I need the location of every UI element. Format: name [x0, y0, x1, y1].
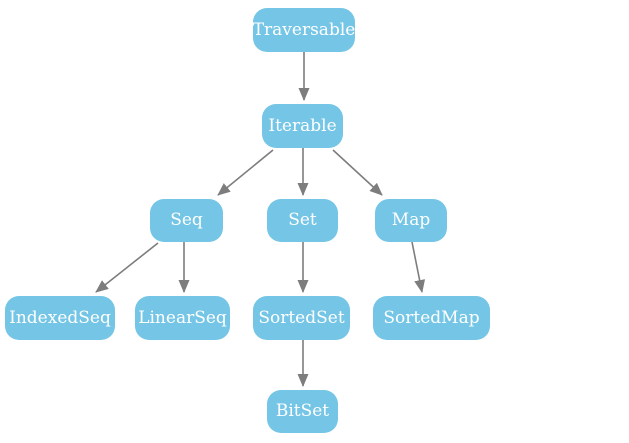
node-label: SortedMap	[383, 307, 480, 328]
node-label: LinearSeq	[138, 307, 227, 328]
node-label: SortedSet	[258, 307, 345, 328]
node-label: Seq	[170, 210, 203, 230]
node-label: Traversable	[252, 19, 356, 40]
node-indexedseq[interactable]: IndexedSeq	[5, 296, 115, 340]
edge-map-sortedmap	[411, 241, 426, 293]
node-label: Iterable	[268, 115, 337, 136]
node-sortedset[interactable]: SortedSet	[253, 296, 350, 340]
node-label: IndexedSeq	[9, 307, 111, 328]
node-seq[interactable]: Seq	[150, 199, 223, 242]
edge-seq-indexedseq	[95, 242, 159, 293]
edge-iterable-seq	[217, 149, 274, 196]
node-linearseq[interactable]: LinearSeq	[135, 296, 230, 340]
node-label: Map	[391, 210, 431, 230]
node-iterable[interactable]: Iterable	[262, 104, 343, 148]
node-set[interactable]: Set	[267, 199, 338, 242]
edge-iterable-map	[332, 149, 383, 196]
node-map[interactable]: Map	[375, 199, 447, 242]
node-label: Set	[288, 210, 317, 230]
node-bitset[interactable]: BitSet	[267, 390, 338, 433]
node-traversable[interactable]: Traversable	[253, 8, 355, 52]
node-sortedmap[interactable]: SortedMap	[373, 296, 490, 340]
node-label: BitSet	[275, 401, 330, 421]
